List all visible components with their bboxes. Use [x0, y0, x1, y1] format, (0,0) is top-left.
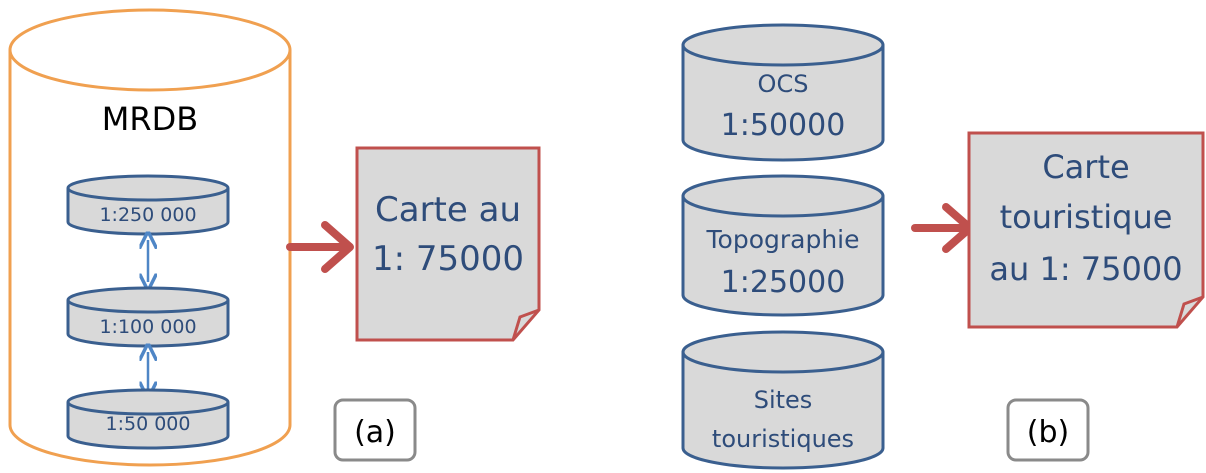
- caption-b: (b): [1006, 398, 1090, 462]
- output-map-a-line-2: 1: 75000: [372, 239, 524, 279]
- db-source-ocs-line-2: 1:50000: [721, 108, 846, 143]
- output-map-document-a: Carte au 1: 75000: [355, 146, 541, 342]
- db-level-1: 1:250 000: [66, 174, 230, 236]
- mrdb-title: MRDB: [102, 100, 198, 138]
- caption-b-label: (b): [1027, 415, 1069, 450]
- db-source-topographie-line-2: 1:25000: [721, 265, 846, 300]
- db-source-topographie: Topographie 1:25000: [681, 174, 885, 317]
- db-source-sites-line-2: touristiques: [712, 425, 854, 453]
- output-arrow-b: [911, 203, 974, 253]
- db-level-2-label: 1:100 000: [99, 316, 196, 338]
- output-map-document-b: Carte touristique au 1: 75000: [967, 131, 1205, 329]
- db-source-sites-touristiques: Sites touristiques: [681, 330, 885, 470]
- output-map-b-line-3: au 1: 75000: [989, 250, 1182, 288]
- db-level-1-label: 1:250 000: [99, 204, 196, 226]
- panel-b: OCS 1:50000 Topographie 1:25000 Sites to…: [681, 23, 1205, 470]
- db-source-ocs: OCS 1:50000: [681, 23, 885, 162]
- db-source-ocs-line-1: OCS: [758, 70, 809, 98]
- db-source-sites-line-1: Sites: [754, 386, 813, 414]
- db-level-2: 1:100 000: [66, 286, 230, 348]
- caption-a-label: (a): [354, 415, 396, 450]
- db-level-3-label: 1:50 000: [106, 413, 191, 435]
- db-source-topographie-line-1: Topographie: [706, 225, 860, 254]
- caption-a: (a): [333, 398, 417, 462]
- output-map-a-line-1: Carte au: [375, 190, 521, 230]
- output-map-b-line-2: touristique: [1000, 198, 1173, 236]
- output-arrow-a: [286, 221, 354, 273]
- db-level-3: 1:50 000: [66, 388, 230, 450]
- output-map-b-line-1: Carte: [1042, 148, 1129, 186]
- panel-a: MRDB 1:250 000 1:100 000 1:50 000: [8, 8, 541, 467]
